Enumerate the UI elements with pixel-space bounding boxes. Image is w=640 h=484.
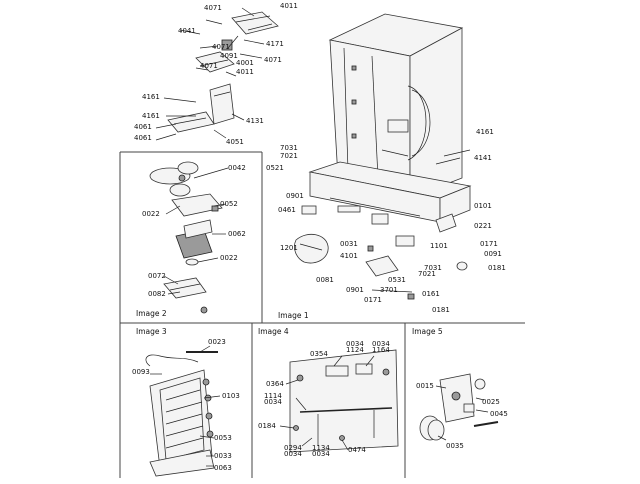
part-label-image1-main-13: 0091 <box>484 250 502 258</box>
part-label-image3-3: 0053 <box>214 434 232 442</box>
part-label-image2-5: 0072 <box>148 272 166 280</box>
part-label-image1-main-4: 0461 <box>278 206 296 214</box>
part-label-image3-0: 0023 <box>208 338 226 346</box>
part-label-image1-main-16: 0531 <box>388 276 406 284</box>
part-label-image1-top-0: 4071 <box>204 4 222 12</box>
part-label-image1-main-21: 0161 <box>422 290 440 298</box>
caption-image-5: Image 5 <box>412 327 443 336</box>
part-label-image1-top-1: 4011 <box>280 2 298 10</box>
top-bracket-assembly <box>155 7 279 141</box>
part-label-image1-main-19: 0901 <box>346 286 364 294</box>
part-label-image1-main-8: 4101 <box>340 252 358 260</box>
part-label-image1-main-6: 0081 <box>316 276 334 284</box>
caption-image-2: Image 2 <box>136 309 167 318</box>
part-label-image1-top-10: 4161 <box>142 93 160 101</box>
part-label-image4-7: 0034 <box>264 398 282 406</box>
evaporator-assembly <box>145 345 221 477</box>
part-label-image4-13: 0474 <box>348 446 366 454</box>
part-label-image4-12: 0034 <box>312 450 330 458</box>
part-label-image1-main-14: 0181 <box>488 264 506 272</box>
part-label-image1-main-15: 7031 <box>424 264 442 272</box>
caption-image-4: Image 4 <box>258 327 289 336</box>
part-label-image1-main-12: 0171 <box>480 240 498 248</box>
part-label-image1-top-13: 4061 <box>134 123 152 131</box>
part-label-image1-main-10: 0101 <box>474 202 492 210</box>
part-label-image1-main-22: 0181 <box>432 306 450 314</box>
part-label-image1-top-2: 4041 <box>178 27 196 35</box>
part-label-image5-0: 0015 <box>416 382 434 390</box>
part-label-image1-main-7: 0031 <box>340 240 358 248</box>
part-label-image3-1: 0093 <box>132 368 150 376</box>
section-borders <box>119 151 525 478</box>
lower-cabinet-parts <box>294 149 471 300</box>
part-label-image3-4: 0033 <box>214 452 232 460</box>
part-label-image1-top-8: 4071 <box>200 62 218 70</box>
part-label-image1-top-3: 4071 <box>212 43 230 51</box>
part-label-image1-main-0: 7031 <box>280 144 298 152</box>
refrigerator-cabinet <box>308 13 472 223</box>
part-label-image4-11: 1134 <box>312 444 330 452</box>
rear-panel-assembly <box>279 349 399 453</box>
part-label-image1-top-11: 4161 <box>142 112 160 120</box>
part-label-image4-4: 1164 <box>372 346 390 354</box>
part-label-image4-9: 0294 <box>284 444 302 452</box>
part-label-image4-5: 0364 <box>266 380 284 388</box>
part-label-image2-4: 0022 <box>220 254 238 262</box>
part-label-image1-main-3: 0901 <box>286 192 304 200</box>
part-label-image4-2: 1124 <box>346 346 364 354</box>
fan-blade <box>149 161 199 197</box>
part-label-image2-0: 0042 <box>228 164 246 172</box>
caption-image-3: Image 3 <box>136 327 167 336</box>
part-label-image5-3: 0035 <box>446 442 464 450</box>
part-label-image2-2: 0022 <box>142 210 160 218</box>
part-label-image1-main-9: 1101 <box>430 242 448 250</box>
part-label-image2-6: 0082 <box>148 290 166 298</box>
part-label-image1-main-24: 4141 <box>474 154 492 162</box>
part-label-image5-1: 0025 <box>482 398 500 406</box>
part-label-image1-main-1: 7021 <box>280 152 298 160</box>
part-label-image1-top-14: 4061 <box>134 134 152 142</box>
part-label-image4-3: 0034 <box>372 340 390 348</box>
part-label-image1-main-2: 0521 <box>266 164 284 172</box>
part-label-image4-6: 1114 <box>264 392 282 400</box>
part-label-image1-main-20: 0171 <box>364 296 382 304</box>
part-label-image1-main-23: 4161 <box>476 128 494 136</box>
part-label-image1-main-17: 7021 <box>418 270 436 278</box>
part-label-image2-1: 0052 <box>220 200 238 208</box>
part-label-image1-main-18: 3701 <box>380 286 398 294</box>
damper-fan-assembly <box>419 373 499 441</box>
part-label-image1-top-9: 4011 <box>236 68 254 76</box>
part-label-image5-2: 0045 <box>490 410 508 418</box>
part-label-image1-top-15: 4051 <box>226 138 244 146</box>
part-label-image3-5: 0063 <box>214 464 232 472</box>
part-label-image2-3: 0062 <box>228 230 246 238</box>
part-label-image4-8: 0184 <box>258 422 276 430</box>
part-label-image1-main-5: 1201 <box>280 244 298 252</box>
part-label-image1-top-5: 4091 <box>220 52 238 60</box>
part-label-image1-top-6: 4001 <box>236 59 254 67</box>
fan-motor-assembly <box>149 161 229 314</box>
part-label-image4-0: 0354 <box>310 350 328 358</box>
caption-image-1: Image 1 <box>278 311 309 320</box>
part-label-image1-top-7: 4071 <box>264 56 282 64</box>
part-label-image3-2: 0103 <box>222 392 240 400</box>
part-label-image4-1: 0034 <box>346 340 364 348</box>
part-label-image1-top-12: 4131 <box>246 117 264 125</box>
part-label-image1-main-11: 0221 <box>474 222 492 230</box>
part-label-image4-10: 0034 <box>284 450 302 458</box>
part-label-image1-top-4: 4171 <box>266 40 284 48</box>
